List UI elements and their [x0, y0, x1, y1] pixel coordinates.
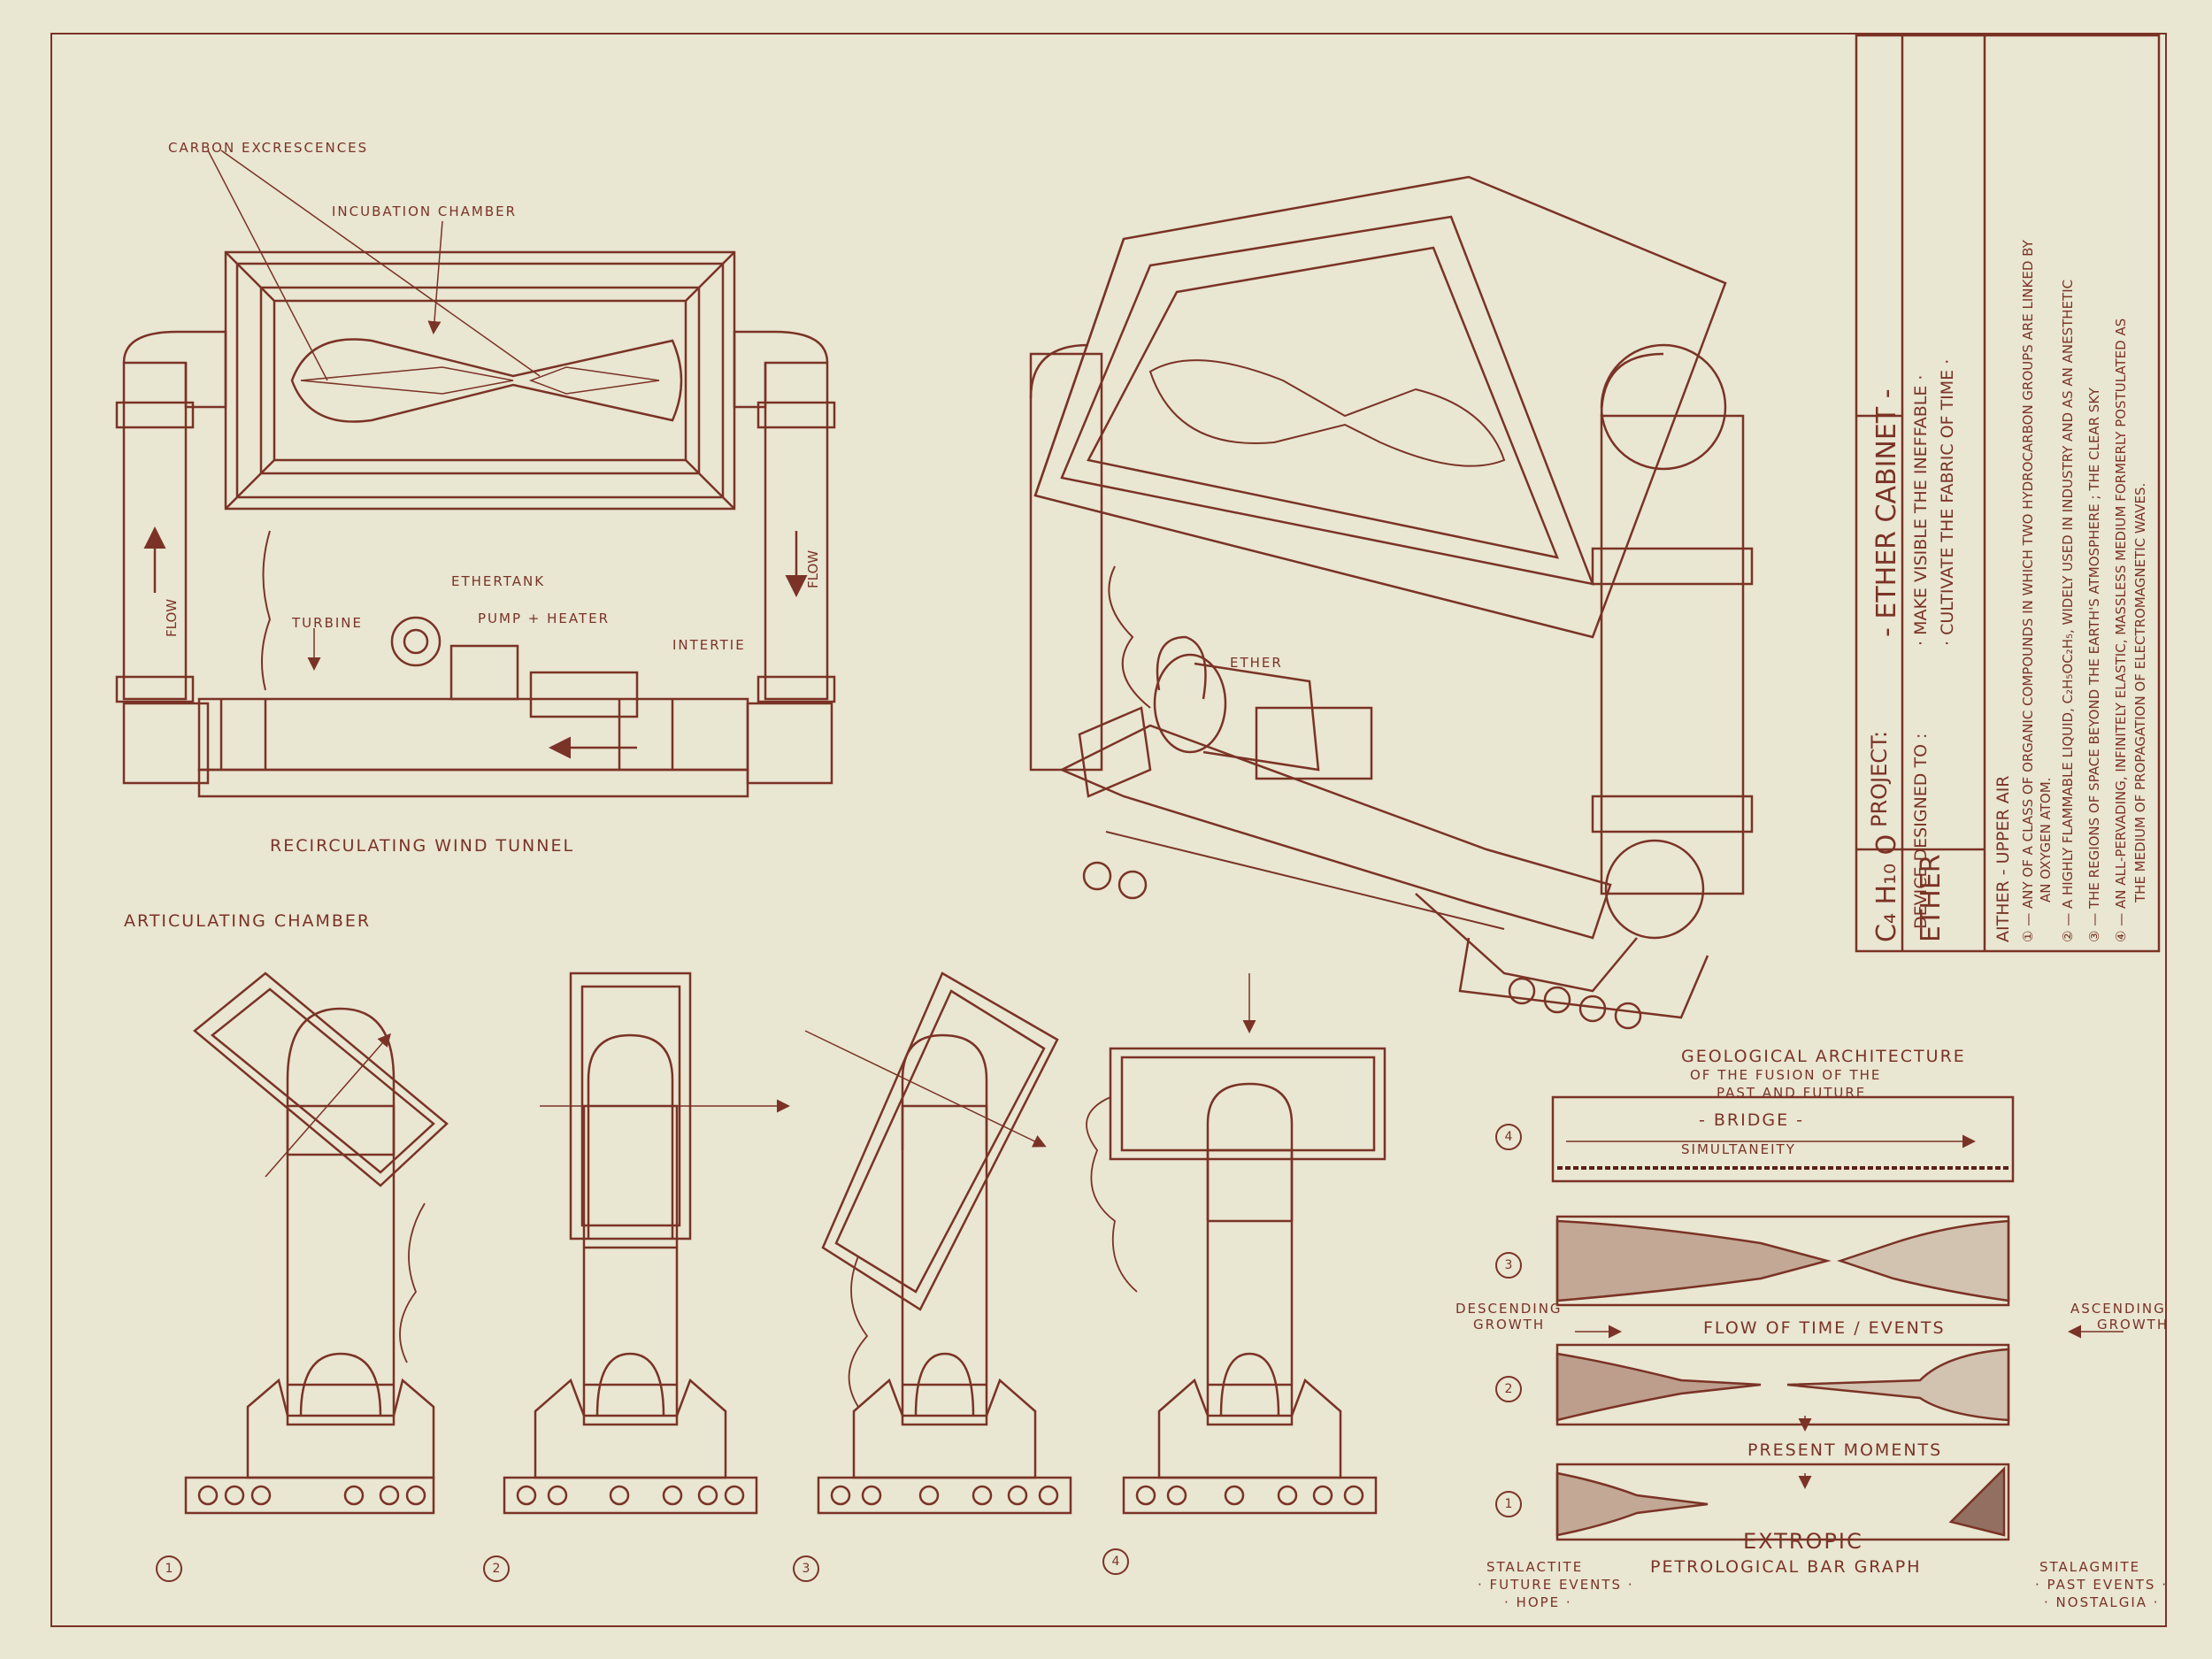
- geo-row-number-1: 1: [1495, 1491, 1522, 1517]
- ether-label: ETHER: [1916, 854, 1947, 942]
- geo-row-number-3: 3: [1495, 1252, 1522, 1279]
- stalactite-3: · HOPE ·: [1504, 1594, 1572, 1610]
- definition-3: ③ — THE REGIONS OF SPACE BEYOND THE EART…: [2086, 388, 2102, 942]
- view-4: [1087, 973, 1385, 1513]
- geo-title-2: OF THE FUSION OF THE: [1690, 1067, 1882, 1083]
- flow-label-left: FLOW: [164, 598, 180, 637]
- turbine-label: TURBINE: [292, 615, 363, 631]
- view-2: [504, 973, 790, 1513]
- stalagmite-1: STALAGMITE: [2039, 1559, 2141, 1575]
- isometric-cabinet-drawing: [1031, 177, 1752, 1028]
- ascending-growth-1: ASCENDING: [2070, 1301, 2166, 1317]
- stalactite-1: STALACTITE: [1486, 1559, 1584, 1575]
- view-3: [805, 973, 1071, 1513]
- articulating-chamber-caption: ARTICULATING CHAMBER: [124, 911, 372, 931]
- definition-heading: AITHER - UPPER AIR: [1993, 775, 2013, 942]
- view-number-2: 2: [483, 1555, 510, 1582]
- view-1: [186, 973, 447, 1513]
- project-name: - ETHER CABINET -: [1871, 388, 1902, 637]
- pump-heater-label: PUMP + HEATER: [478, 611, 611, 626]
- definition-4b: THE MEDIUM OF PROPAGATION OF ELECTROMAGN…: [2132, 482, 2148, 902]
- view-number-4: 4: [1102, 1548, 1129, 1575]
- stalagmite-3: · NOSTALGIA ·: [2044, 1594, 2160, 1610]
- sheet-border: [51, 34, 2166, 1626]
- petrological-bar-graph: [1553, 1097, 2124, 1540]
- stalactite-2: · FUTURE EVENTS ·: [1478, 1577, 1634, 1593]
- definition-4a: ④ — AN ALL-PERVADING, INFINITELY ELASTIC…: [2113, 318, 2129, 942]
- simultaneity-label: SIMULTANEITY: [1681, 1141, 1796, 1157]
- definition-1a: ① — ANY OF A CLASS OF ORGANIC COMPOUNDS …: [2020, 240, 2036, 942]
- definition-2: ② — A HIGHLY FLAMMABLE LIQUID, C₂H₅OC₂H₅…: [2060, 279, 2076, 942]
- geo-title-1: GEOLOGICAL ARCHITECTURE: [1681, 1047, 1966, 1066]
- intertie-label: INTERTIE: [672, 637, 746, 653]
- geo-row-number-2: 2: [1495, 1376, 1522, 1402]
- title-block: [1856, 35, 2159, 951]
- view-number-3: 3: [793, 1555, 819, 1582]
- articulating-chamber-drawings: [186, 973, 1385, 1513]
- bar-graph-caption: PETROLOGICAL BAR GRAPH: [1650, 1557, 1922, 1577]
- wind-tunnel-drawing: [117, 150, 834, 796]
- definition-1b: AN OXYGEN ATOM.: [2038, 777, 2054, 902]
- incubation-chamber-label: INCUBATION CHAMBER: [332, 204, 518, 219]
- iso-ether-label: ETHER: [1230, 655, 1283, 671]
- present-moments-label: PRESENT MOMENTS: [1747, 1440, 1943, 1460]
- carbon-excrescences-label: CARBON EXCRESCENCES: [168, 140, 369, 156]
- ascending-growth-2: GROWTH: [2097, 1317, 2170, 1333]
- geo-row-number-4: 4: [1495, 1124, 1522, 1150]
- view-number-1: 1: [156, 1555, 182, 1582]
- flow-of-time-label: FLOW OF TIME / EVENTS: [1703, 1318, 1946, 1338]
- project-label: PROJECT:: [1867, 730, 1892, 827]
- descending-growth-2: GROWTH: [1473, 1317, 1546, 1333]
- bridge-label: - BRIDGE -: [1699, 1110, 1804, 1130]
- formula: C₄ H₁₀ O: [1871, 833, 1902, 942]
- flow-label-right: FLOW: [805, 549, 821, 588]
- extropic-label: EXTROPIC: [1743, 1529, 1863, 1554]
- descending-growth-1: DESCENDING: [1455, 1301, 1563, 1317]
- device-line-1: · MAKE VISIBLE THE INEFFABLE ·: [1911, 374, 1931, 646]
- ethertank-label: ETHERTANK: [451, 573, 546, 589]
- wind-tunnel-caption: RECIRCULATING WIND TUNNEL: [270, 836, 575, 856]
- device-line-2: · CULTIVATE THE FABRIC OF TIME ·: [1938, 358, 1957, 646]
- geo-title-3: PAST AND FUTURE: [1717, 1085, 1867, 1101]
- stalagmite-2: · PAST EVENTS ·: [2035, 1577, 2168, 1593]
